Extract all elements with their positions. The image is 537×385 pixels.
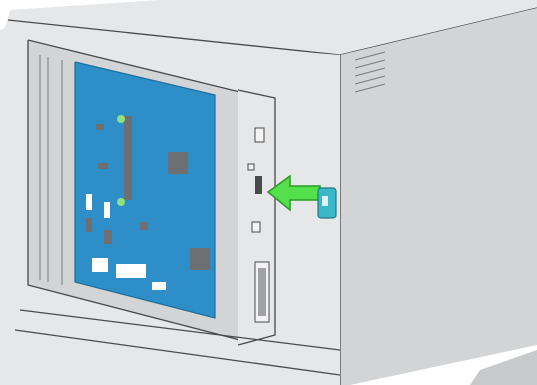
chip-right (190, 248, 210, 270)
port-small-1 (248, 164, 254, 170)
port-small-2 (252, 222, 260, 232)
connector-white-3 (152, 282, 166, 290)
chip-small-2 (98, 163, 108, 169)
chip-large (168, 152, 188, 174)
chip-white-2 (104, 202, 110, 218)
controller-board (75, 62, 215, 318)
chip-small-3 (140, 222, 148, 230)
usb-port (255, 176, 262, 194)
connector-port-icon (255, 128, 264, 142)
connector-white-2 (116, 264, 146, 278)
wireless-adapter-icon (318, 188, 336, 218)
memory-clip-top (117, 115, 125, 123)
connector-white-1 (92, 258, 108, 272)
chip-small-1 (96, 124, 104, 130)
memory-slot (124, 116, 132, 200)
chip-dark-2 (104, 230, 112, 244)
parallel-port-inner (258, 268, 266, 316)
adapter-inner (322, 196, 328, 206)
memory-clip-bottom (117, 198, 125, 206)
chip-white-1 (86, 194, 92, 210)
chip-dark-1 (86, 218, 92, 232)
